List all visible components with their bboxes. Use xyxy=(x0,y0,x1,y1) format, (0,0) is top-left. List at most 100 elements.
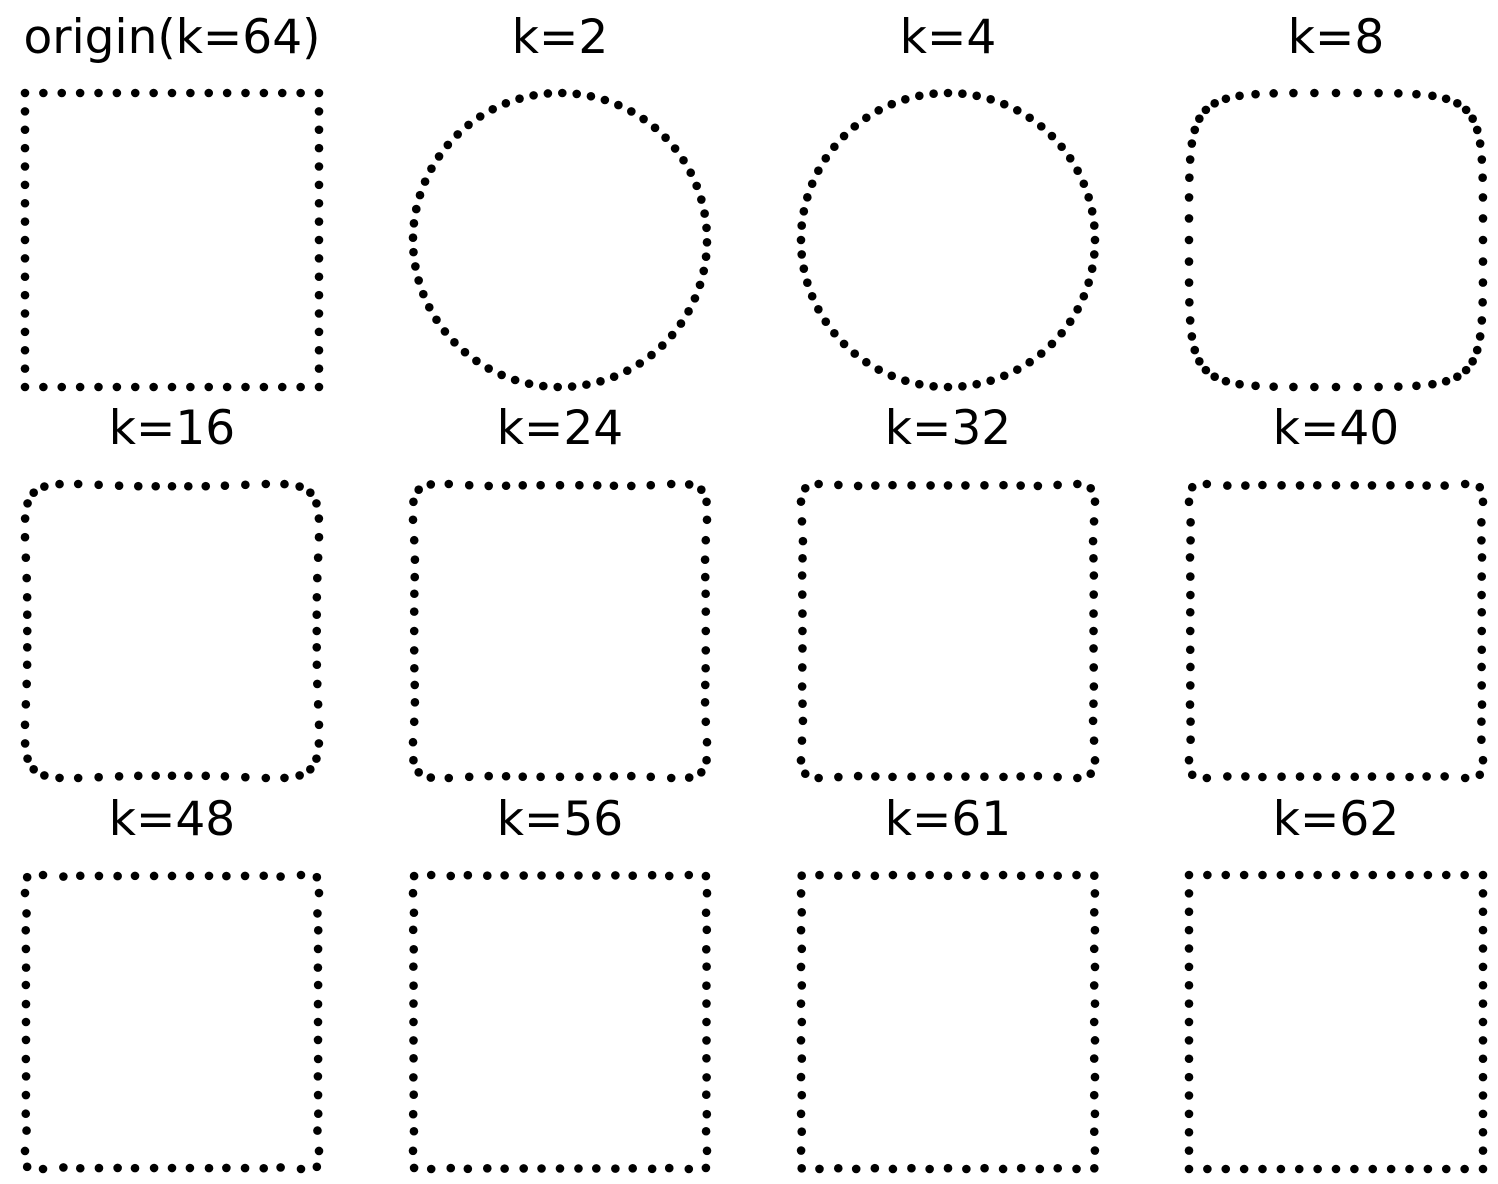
outline-point xyxy=(1184,1017,1194,1027)
outline-point xyxy=(1053,871,1063,881)
outline-point xyxy=(55,479,64,489)
outline-point xyxy=(926,772,935,781)
outline-point xyxy=(646,772,656,782)
outline-point xyxy=(40,482,49,491)
outline-point xyxy=(313,963,323,972)
outline-point xyxy=(1090,889,1100,898)
outline-point xyxy=(797,944,807,954)
outline-point xyxy=(426,480,436,489)
outline-point xyxy=(797,221,807,230)
outline-point xyxy=(871,772,880,781)
point-outline-k24 xyxy=(408,479,712,783)
outline-point xyxy=(800,769,810,779)
outline-point xyxy=(20,364,30,373)
outline-point xyxy=(409,1073,418,1082)
outline-point xyxy=(1073,305,1082,314)
panel-k8: k=8 xyxy=(1184,10,1488,392)
outline-point xyxy=(1477,553,1487,562)
outline-point xyxy=(1477,735,1486,744)
outline-point xyxy=(501,99,511,108)
panel-k24: k=24 xyxy=(408,401,712,783)
outline-point xyxy=(999,480,1008,490)
outline-point xyxy=(314,198,324,208)
outline-point xyxy=(702,1146,712,1156)
outline-point xyxy=(1241,481,1250,490)
outline-point xyxy=(1461,365,1471,375)
outline-point xyxy=(133,481,143,491)
outline-point xyxy=(797,871,806,880)
outline-point xyxy=(419,289,428,299)
outline-point xyxy=(1184,755,1194,765)
outline-point xyxy=(314,739,324,748)
outline-point xyxy=(1295,772,1305,781)
outline-point xyxy=(410,555,420,564)
outline-point xyxy=(797,981,807,990)
outline-point xyxy=(851,870,861,880)
outline-point xyxy=(432,315,441,325)
outline-point xyxy=(1073,479,1082,489)
outline-point xyxy=(1331,772,1341,782)
outline-point xyxy=(20,532,30,542)
outline-point xyxy=(635,359,645,368)
outline-point xyxy=(1350,870,1359,880)
outline-point xyxy=(314,162,324,171)
outline-point xyxy=(1186,518,1195,527)
outline-point xyxy=(21,1035,31,1045)
outline-point xyxy=(702,1109,712,1119)
outline-point xyxy=(1089,699,1098,708)
outline-point xyxy=(701,589,710,599)
outline-point xyxy=(482,871,492,881)
outline-point xyxy=(1310,88,1319,98)
outline-point xyxy=(1184,944,1194,953)
outline-point xyxy=(1186,717,1195,726)
outline-point xyxy=(409,646,419,655)
outline-point xyxy=(21,999,31,1009)
outline-point xyxy=(1368,870,1378,880)
outline-point xyxy=(664,871,674,881)
outline-point xyxy=(20,217,30,226)
outline-point xyxy=(1047,131,1057,141)
outline-point xyxy=(697,768,706,777)
outline-point xyxy=(1184,1146,1194,1155)
outline-point xyxy=(614,100,623,110)
outline-point xyxy=(515,94,524,103)
outline-point xyxy=(460,347,470,357)
outline-point xyxy=(472,356,481,366)
outline-point xyxy=(314,88,324,98)
outline-point xyxy=(1035,1164,1045,1174)
outline-point xyxy=(929,89,938,99)
panel-k62: k=62 xyxy=(1184,792,1488,1174)
outline-point xyxy=(20,180,30,190)
outline-point xyxy=(862,113,871,123)
outline-point xyxy=(20,88,30,98)
outline-point xyxy=(980,1163,989,1173)
outline-point xyxy=(796,1109,806,1119)
outline-point xyxy=(1251,89,1260,99)
outline-point xyxy=(446,1163,456,1173)
outline-point xyxy=(201,481,211,491)
outline-point xyxy=(312,626,322,636)
outline-point xyxy=(57,88,67,98)
outline-point xyxy=(38,1164,48,1174)
outline-point xyxy=(241,382,250,392)
panel-title-k2: k=2 xyxy=(512,10,609,65)
outline-point xyxy=(1478,173,1487,182)
outline-point xyxy=(1412,89,1421,99)
outline-point xyxy=(1190,125,1200,135)
outline-point xyxy=(627,107,636,116)
outline-point xyxy=(314,235,324,245)
outline-point xyxy=(1187,770,1197,780)
outline-point xyxy=(409,717,419,727)
outline-point xyxy=(684,307,693,316)
outline-point xyxy=(1089,663,1099,672)
outline-point xyxy=(1090,999,1100,1008)
outline-point xyxy=(410,680,420,690)
outline-point xyxy=(39,88,48,98)
outline-point xyxy=(149,382,158,392)
outline-point xyxy=(1184,999,1194,1008)
outline-point xyxy=(958,381,967,391)
outline-point xyxy=(1440,481,1449,490)
outline-point xyxy=(1203,1164,1212,1174)
outline-point xyxy=(409,535,419,545)
outline-point xyxy=(1477,518,1486,527)
